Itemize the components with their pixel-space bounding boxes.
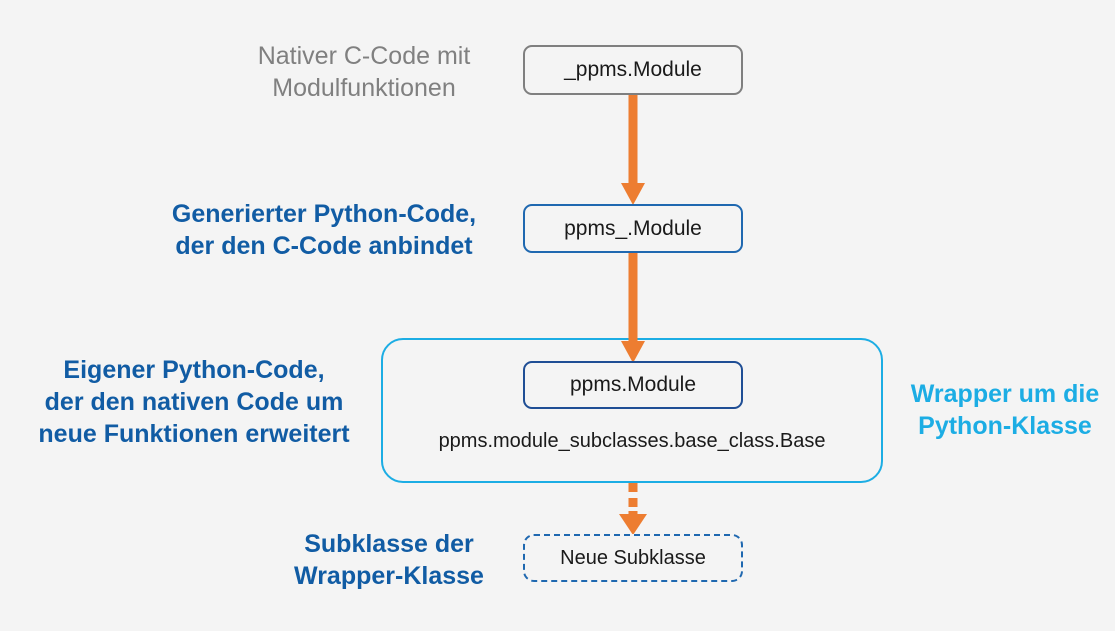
arrow-module-to-subclass (619, 483, 647, 535)
label-own-python-code: Eigener Python-Code, der den nativen Cod… (38, 356, 350, 448)
label-wrapper-python-class: Wrapper um die Python-Klasse (910, 380, 1100, 440)
node-ppms-module-box[interactable]: ppms.Module (523, 361, 743, 409)
node-generated-module-box[interactable]: ppms_.Module (523, 204, 743, 253)
base-class-path-text: ppms.module_subclasses.base_class.Base (438, 430, 826, 452)
node-new-subclass-box[interactable]: Neue Subklasse (523, 534, 743, 582)
node-native-module-box[interactable]: _ppms.Module (523, 45, 743, 95)
label-generated-python-code: Generierter Python-Code, der den C-Code … (171, 200, 477, 260)
arrow-native-to-generated (621, 95, 645, 205)
label-subclass-wrapper-class: Subklasse der Wrapper-Klasse (294, 530, 484, 590)
label-native-c-code: Nativer C-Code mit Modulfunktionen (257, 42, 471, 102)
arrow-generated-to-module (621, 253, 645, 363)
